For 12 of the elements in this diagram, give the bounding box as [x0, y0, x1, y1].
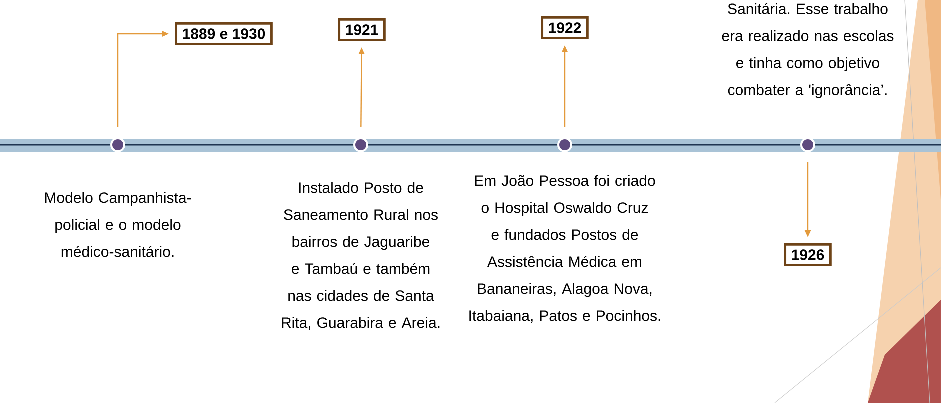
event-description: Instalado Posto de Saneamento Rural nos bairros de Jaguaribe e Tambaú e também nas cidades de Santa Rita, Guarabira e Areia. — [282, 182, 440, 330]
note-text: Sanitária. Esse trabalho era realizado nas escolas e tinha como objetivo combater a 'ignorância’. — [722, 3, 894, 98]
year-box: 1889 e 1930 — [175, 22, 273, 46]
year-box: 1926 — [784, 243, 832, 266]
event-description: Modelo Campanhista-policial e o modelo médico-sanitário. — [45, 192, 192, 258]
year-box: 1922 — [541, 16, 589, 40]
timeline-dot — [354, 138, 368, 152]
timeline-dot — [800, 138, 816, 152]
timeline-dot — [558, 138, 572, 152]
timeline-dot — [110, 138, 126, 152]
year-box: 1921 — [338, 18, 386, 42]
event-description: Em João Pessoa foi criado o Hospital Oswaldo Cruz e fundados Postos de Assistência Médica em Bananeiras, Alagoa Nova, Itabaiana, Patos e Pocinhos. — [470, 175, 660, 323]
